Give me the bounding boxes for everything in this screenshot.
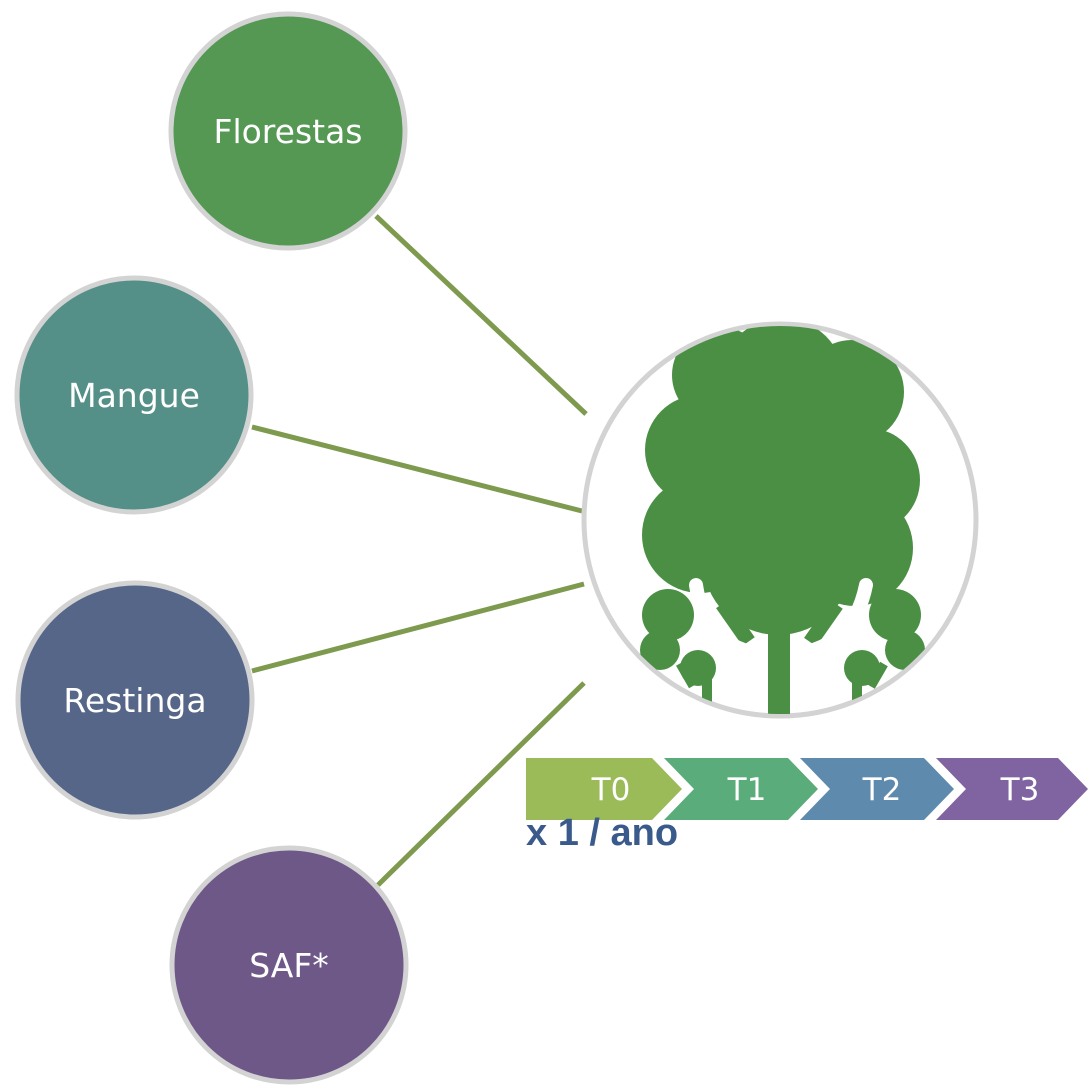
timeline-step-t0-label: T0 — [591, 772, 631, 808]
timeline-step-t3-label: T3 — [1000, 772, 1040, 808]
node-mangue-circle — [14, 275, 254, 515]
connectors — [251, 214, 588, 887]
timeline-step-t2: T2 — [800, 758, 954, 820]
node-restinga-circle — [15, 580, 255, 820]
center-node — [581, 321, 979, 719]
node-florestas: Florestas — [168, 11, 408, 251]
node-saf: SAF* — [169, 845, 409, 1085]
connector-saf — [376, 681, 586, 887]
timeline-step-t3-shape — [936, 758, 1088, 820]
node-restinga: Restinga — [15, 580, 255, 820]
frequency-label: x 1 / ano — [526, 812, 679, 854]
node-saf-label: SAF* — [249, 946, 329, 985]
timeline-step-t1-label: T1 — [727, 772, 767, 808]
node-mangue: Mangue — [14, 275, 254, 515]
timeline-step-t1: T1 — [664, 758, 818, 820]
timeline-step-t3: T3 — [936, 758, 1088, 820]
timeline-step-t0: T0 — [526, 758, 682, 820]
timeline-step-t1-shape — [664, 758, 818, 820]
timeline-step-t0-shape — [526, 758, 682, 820]
node-restinga-label: Restinga — [63, 681, 206, 720]
timeline-step-t2-shape — [800, 758, 954, 820]
node-florestas-label: Florestas — [213, 112, 362, 151]
connector-restinga — [251, 581, 585, 674]
tree-icon — [640, 326, 925, 714]
node-mangue-label: Mangue — [68, 376, 200, 415]
connector-florestas — [374, 214, 588, 416]
node-florestas-circle — [168, 11, 408, 251]
timeline-step-t2-label: T2 — [862, 772, 902, 808]
connector-mangue — [251, 424, 583, 514]
node-saf-circle — [169, 845, 409, 1085]
timeline: T0 T1 T2 T3 — [526, 758, 1088, 820]
